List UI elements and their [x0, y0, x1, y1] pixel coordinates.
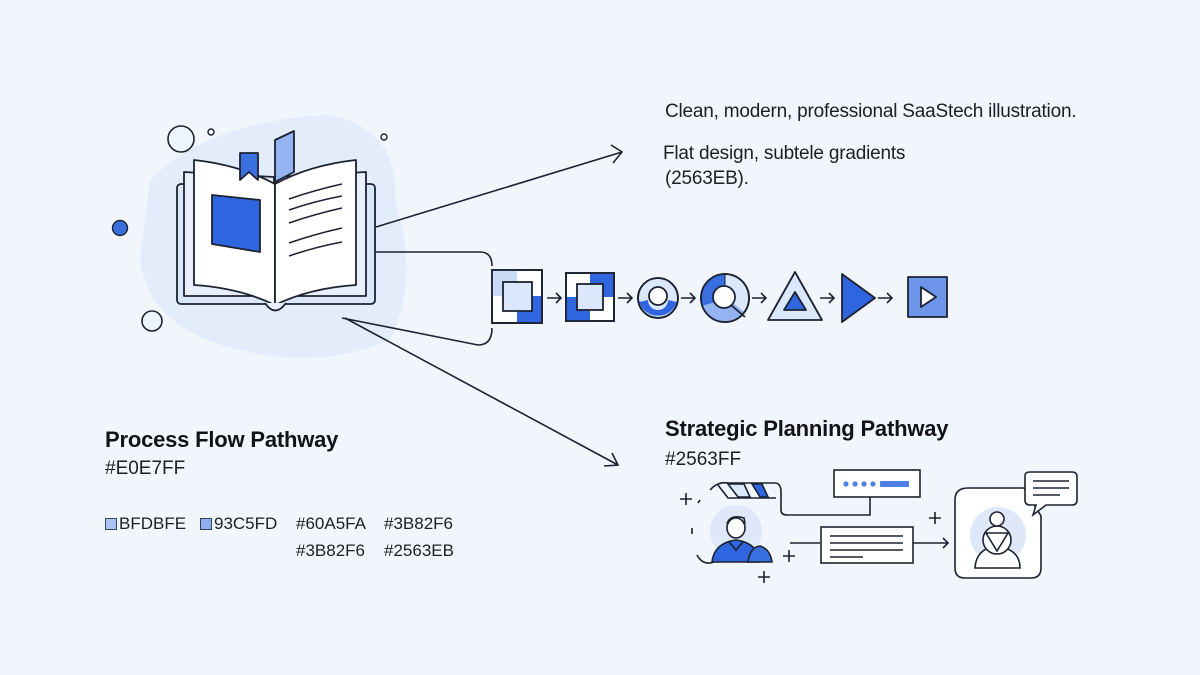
flow-arrow-icon — [752, 292, 768, 304]
chat-bubble-icon — [1024, 471, 1078, 518]
plus-icon — [680, 493, 692, 505]
decor-circle-filled — [111, 219, 129, 237]
decor-circle — [141, 310, 163, 332]
swatch-60a5fa: #60A5FA — [296, 514, 366, 533]
flow-arrow-icon — [820, 292, 836, 304]
flow-arrow-icon — [681, 292, 697, 304]
flow-arrow-icon — [547, 292, 563, 304]
swatch-3b82f6-alt: #3B82F6 — [296, 541, 365, 560]
process-flow-title: Process Flow Pathway — [105, 427, 339, 452]
form-field-icon — [843, 481, 909, 487]
color-chip — [105, 518, 117, 530]
note-line-3: (2563EB). — [665, 168, 749, 189]
ring-icon — [637, 277, 679, 319]
process-flow-hex: #E0E7FF — [105, 458, 186, 479]
square-quadrant-alt-icon — [565, 272, 615, 322]
note-line-2: Flat design, subtele gradients — [663, 143, 906, 164]
swatch-93c5fd: 93C5FD — [200, 514, 277, 534]
play-square-icon — [907, 276, 948, 318]
plus-icon — [758, 571, 770, 583]
flow-arrow-icon — [878, 292, 894, 304]
planning-diagram — [680, 469, 1078, 583]
note-line-1: Clean, modern, professional SaaStech ill… — [665, 101, 1077, 122]
swatch-3b82f6: #3B82F6 — [384, 514, 453, 533]
square-quadrant-icon — [491, 269, 543, 324]
strategic-planning-title: Strategic Planning Pathway — [665, 416, 949, 441]
swatch-label: BFDBFE — [119, 514, 187, 533]
plus-icon — [783, 550, 795, 562]
donut-icon — [700, 273, 750, 323]
swatch-label: 93C5FD — [214, 514, 278, 533]
decor-dot — [207, 128, 215, 136]
play-triangle-icon — [841, 273, 876, 323]
open-book-icon — [176, 130, 376, 312]
decor-circle — [167, 125, 195, 153]
triangle-icon — [767, 271, 823, 321]
connector-lines — [341, 144, 624, 467]
strategic-planning-hex: #2563FF — [665, 449, 742, 470]
decor-dot — [380, 133, 388, 141]
swatch-bfdbfe: BFDBFE — [105, 514, 186, 534]
swatch-2563eb: #2563EB — [384, 541, 454, 560]
flow-arrow-icon — [618, 292, 634, 304]
plus-icon — [929, 512, 941, 524]
color-chip — [200, 518, 212, 530]
